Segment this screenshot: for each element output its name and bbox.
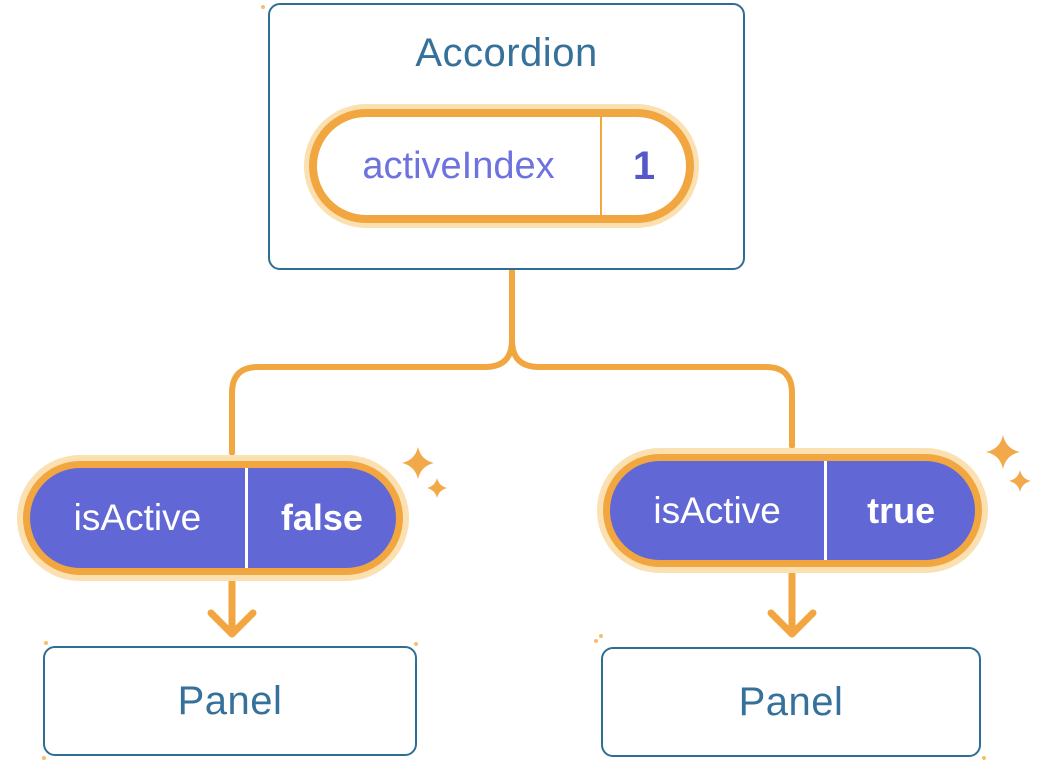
state-pill: activeIndex 1	[304, 104, 699, 228]
sparkle-icon	[986, 435, 1031, 492]
pill-divider	[600, 117, 602, 215]
state-pill-ring: activeIndex 1	[309, 109, 694, 223]
prop-pill-isactive-true: isActive true	[597, 448, 988, 573]
state-pill-label: activeIndex	[362, 144, 555, 187]
state-pill-value: 1	[632, 143, 656, 188]
component-title: Accordion	[415, 31, 598, 75]
prop-pill-ring: isActive false	[23, 461, 403, 575]
prop-pill-value: true	[867, 489, 936, 531]
prop-pill-value: false	[280, 497, 363, 538]
panel-box-left: Panel	[43, 646, 417, 756]
panel-box-right: Panel	[601, 647, 981, 757]
pill-divider	[824, 461, 828, 560]
prop-pill-ring: isActive true	[603, 454, 982, 567]
arrow-down-icon	[207, 578, 257, 638]
panel-title: Panel	[738, 679, 844, 724]
sparkle-icon	[402, 447, 447, 498]
prop-pill-label: isActive	[73, 497, 202, 538]
panel-title: Panel	[177, 678, 283, 723]
prop-pill-isactive-false: isActive false	[17, 455, 409, 581]
connector-right-branch	[509, 337, 795, 449]
connector-left-branch	[229, 337, 515, 456]
pill-divider	[244, 468, 248, 568]
prop-pill-body: isActive true	[610, 461, 975, 560]
arrow-down-icon	[767, 570, 817, 638]
prop-pill-label: isActive	[653, 489, 781, 531]
prop-pill-body: isActive false	[30, 468, 396, 568]
